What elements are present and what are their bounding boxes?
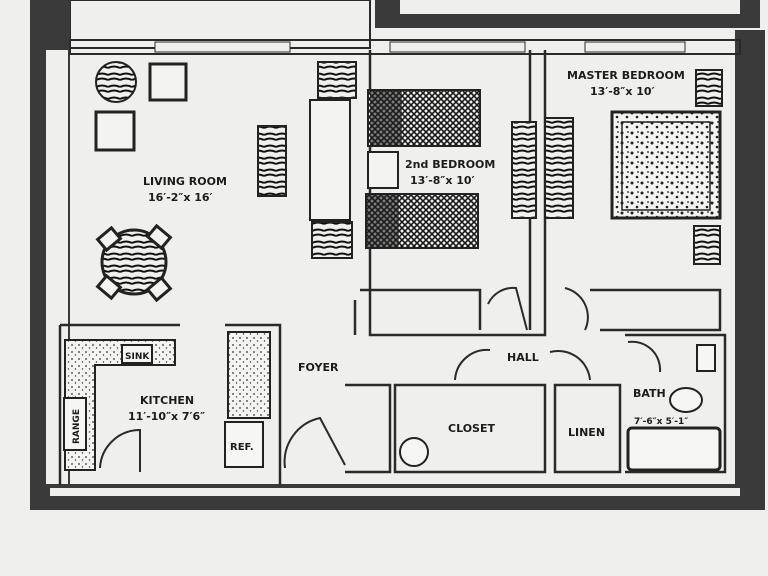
- dresser-2: [544, 117, 574, 219]
- living-room-size: 16′-2″x 16′: [148, 191, 213, 204]
- master-bedroom-size: 13′-8″x 10′: [590, 85, 655, 98]
- linen-label: LINEN: [568, 426, 605, 439]
- second-bedroom-size: 13′-8″x 10′: [410, 174, 475, 187]
- wall-bottom: [30, 484, 765, 510]
- refrigerator: [224, 421, 264, 468]
- master-bed: [610, 110, 722, 220]
- hall-label: HALL: [507, 351, 539, 364]
- coffee-table: [257, 125, 287, 197]
- bathtub: [626, 426, 722, 472]
- kitchen-counter: [64, 339, 176, 471]
- water-heater: [399, 437, 429, 467]
- armchair: [94, 110, 136, 152]
- range: [63, 397, 87, 451]
- end-table: [148, 62, 188, 102]
- second-bedroom-label: 2nd BEDROOM: [405, 158, 495, 171]
- dresser-1: [511, 121, 537, 219]
- sink: [121, 344, 153, 364]
- closet-label: CLOSET: [448, 422, 495, 435]
- sink-label: SINK: [125, 352, 150, 362]
- refrigerator-label: REF.: [230, 442, 254, 453]
- toilet: [669, 387, 703, 413]
- bath-size: 7′-6″x 5′-1″: [634, 417, 688, 427]
- wall-right: [735, 30, 765, 510]
- bath-label: BATH: [633, 387, 666, 400]
- kitchen-label: KITCHEN: [140, 394, 194, 407]
- sofa: [309, 99, 351, 221]
- range-label: RANGE: [72, 409, 82, 444]
- plant: [95, 61, 137, 103]
- dining-table: [100, 228, 168, 296]
- master-bedroom-label: MASTER BEDROOM: [567, 69, 685, 82]
- kitchen-counter-right: [227, 331, 271, 419]
- living-room-label: LIVING ROOM: [143, 175, 227, 188]
- foyer-label: FOYER: [298, 361, 339, 374]
- kitchen-size: 11′-10″x 7′6″: [128, 410, 205, 423]
